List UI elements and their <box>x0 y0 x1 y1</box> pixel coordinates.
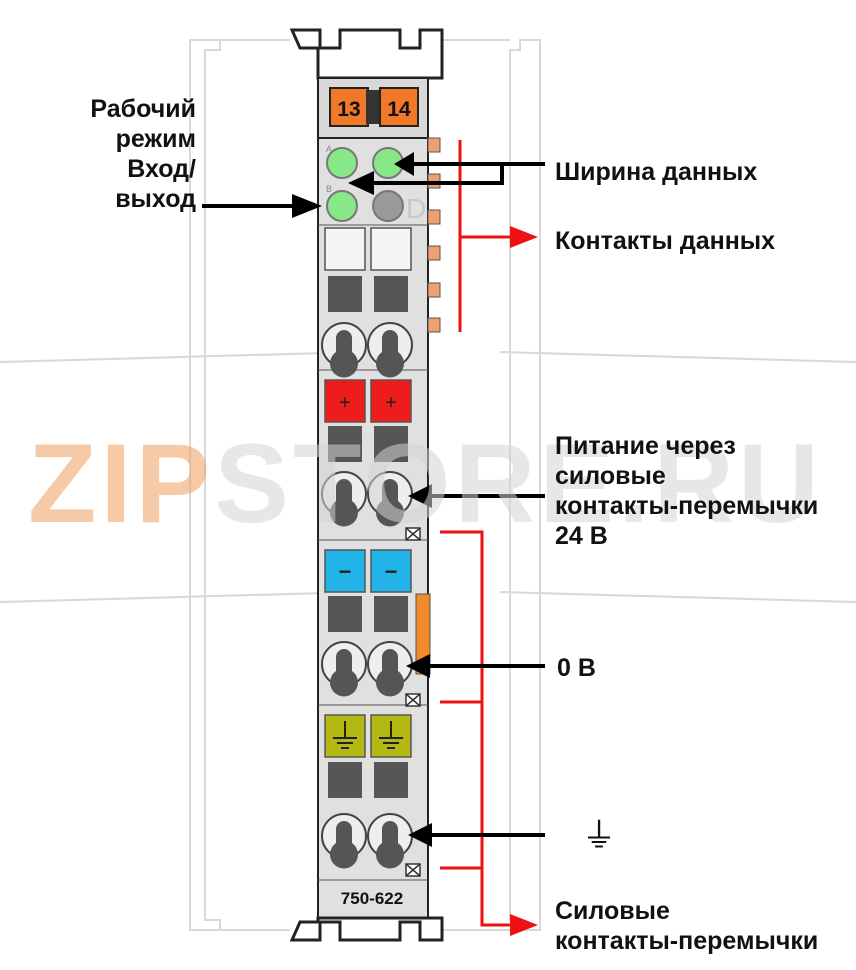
release-button-2a <box>328 426 362 462</box>
terminal-tag-14: 14 <box>379 87 419 127</box>
article-number: 750-622 <box>341 889 403 908</box>
label-power-jumpers: Силовые контакты-перемычки <box>555 897 819 955</box>
label-operating-mode: Рабочий режим Вход/ выход <box>90 95 196 213</box>
label-data-contacts: Контакты данных <box>555 227 776 255</box>
data-contacts <box>427 137 441 333</box>
led-a1 <box>326 147 358 179</box>
data-contacts-bracket <box>458 140 512 332</box>
release-button-3b <box>374 596 408 632</box>
io-module <box>289 28 444 942</box>
minus-marker-right: − <box>370 549 412 593</box>
release-button-4a <box>328 762 362 798</box>
svg-text:13: 13 <box>337 98 360 121</box>
led-letter-a: A <box>326 144 332 154</box>
callout-arrows <box>202 162 545 837</box>
power-jumpers-bracket <box>440 530 512 927</box>
wire-clamp-1a <box>321 322 367 378</box>
terminal-tag-13: 13 <box>329 87 369 127</box>
led-b2 <box>372 190 404 222</box>
wire-clamp-3a <box>321 641 367 697</box>
wire-clamp-4b <box>367 813 413 869</box>
release-button-1b <box>374 276 408 312</box>
svg-text:−: − <box>339 559 352 584</box>
jumper-markers <box>405 527 421 877</box>
minus-marker-left: − <box>324 549 366 593</box>
ground-marker-left <box>324 714 366 758</box>
ground-symbol-icon: ⏚ <box>582 817 616 855</box>
label-zero-volt: 0 В <box>557 654 596 682</box>
marker-slot-2 <box>370 227 412 271</box>
release-button-4b <box>374 762 408 798</box>
rail-outline <box>0 39 856 931</box>
wire-clamp-1b <box>367 322 413 378</box>
svg-text:−: − <box>385 559 398 584</box>
release-button-3a <box>328 596 362 632</box>
plus-marker-left: + <box>324 379 366 423</box>
ground-marker-right <box>370 714 412 758</box>
release-button-2b <box>374 426 408 462</box>
led-b1 <box>326 190 358 222</box>
power-jumpers-arrow <box>510 914 538 936</box>
led-d-letter: D <box>406 193 426 224</box>
label-data-width: Ширина данных <box>555 158 758 186</box>
svg-text:14: 14 <box>387 98 411 121</box>
led-letter-b: B <box>326 184 332 194</box>
tag-separator <box>366 90 380 124</box>
label-power-supply: Питание через силовые контакты-перемычки… <box>555 432 819 550</box>
bottom-clip <box>289 916 444 942</box>
marker-slot-1 <box>324 227 366 271</box>
svg-text:+: + <box>385 392 397 414</box>
svg-text:+: + <box>339 392 351 414</box>
release-button-1a <box>328 276 362 312</box>
plus-marker-right: + <box>370 379 412 423</box>
wire-clamp-4a <box>321 813 367 869</box>
data-contacts-arrow <box>510 226 538 248</box>
wire-clamp-2b <box>367 471 413 527</box>
wire-clamp-2a <box>321 471 367 527</box>
arrow-heads <box>292 152 432 847</box>
top-clip <box>289 28 444 80</box>
